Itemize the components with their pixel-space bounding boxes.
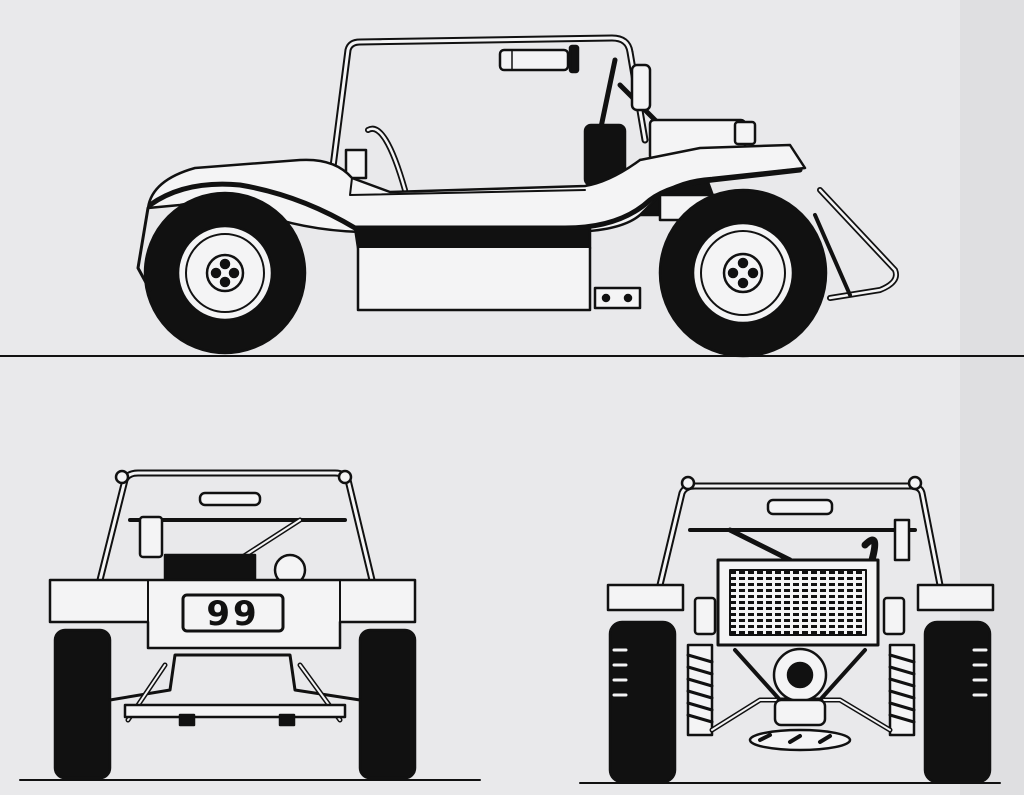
- front-view: [579, 475, 1001, 784]
- radiator-grille: [716, 558, 880, 647]
- steering-wheel: [365, 125, 408, 193]
- seat: [344, 148, 368, 180]
- rear-suspension: [108, 653, 362, 727]
- fire-extinguisher: [498, 44, 580, 74]
- rear-left-wheel: [53, 628, 112, 780]
- license-plate: 99: [181, 593, 285, 634]
- left-coil-spring: [686, 643, 714, 737]
- floor-pan: [353, 226, 592, 250]
- front-right-wheel: [923, 620, 992, 784]
- plate-number: 99: [206, 594, 259, 634]
- rear-view: 99: [19, 469, 481, 781]
- rear-wheel: [658, 188, 828, 358]
- front-left-wheel: [608, 620, 677, 784]
- front-nose: [136, 206, 152, 292]
- roll-bar: [326, 34, 663, 194]
- right-headlight: [882, 596, 906, 636]
- front-wheel: [143, 191, 307, 355]
- right-coil-spring: [888, 643, 916, 737]
- front-light-bar: [766, 498, 834, 516]
- rear-right-wheel: [358, 628, 417, 780]
- gearbox: [748, 647, 852, 752]
- side-view: [0, 34, 1024, 358]
- left-headlight: [693, 596, 717, 636]
- suspension-bracket: [593, 286, 642, 310]
- rear-mirror: [198, 491, 262, 507]
